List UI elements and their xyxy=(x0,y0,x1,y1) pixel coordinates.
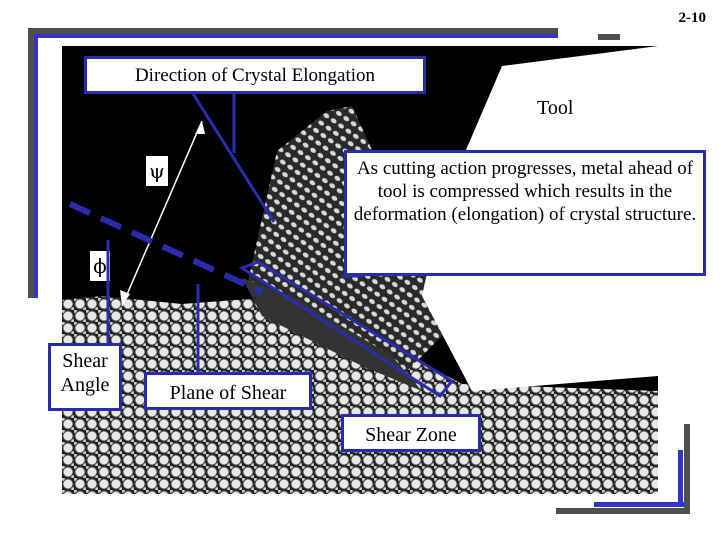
shear-zone-label: Shear Zone xyxy=(341,414,481,452)
shear-angle-line2: Angle xyxy=(61,374,110,396)
phi-symbol: ϕ xyxy=(93,254,107,278)
shear-angle-line1: Shear xyxy=(62,350,108,372)
cutting-description-box: As cutting action progresses, metal ahea… xyxy=(344,150,706,276)
shear-angle-label: Shear Angle xyxy=(48,343,122,411)
slide-number: 2-10 xyxy=(679,10,707,27)
tool-label: Tool xyxy=(537,97,573,120)
psi-symbol: ψ xyxy=(149,159,165,183)
crystal-elongation-label: Direction of Crystal Elongation xyxy=(84,56,426,94)
plane-of-shear-label: Plane of Shear xyxy=(144,372,312,410)
